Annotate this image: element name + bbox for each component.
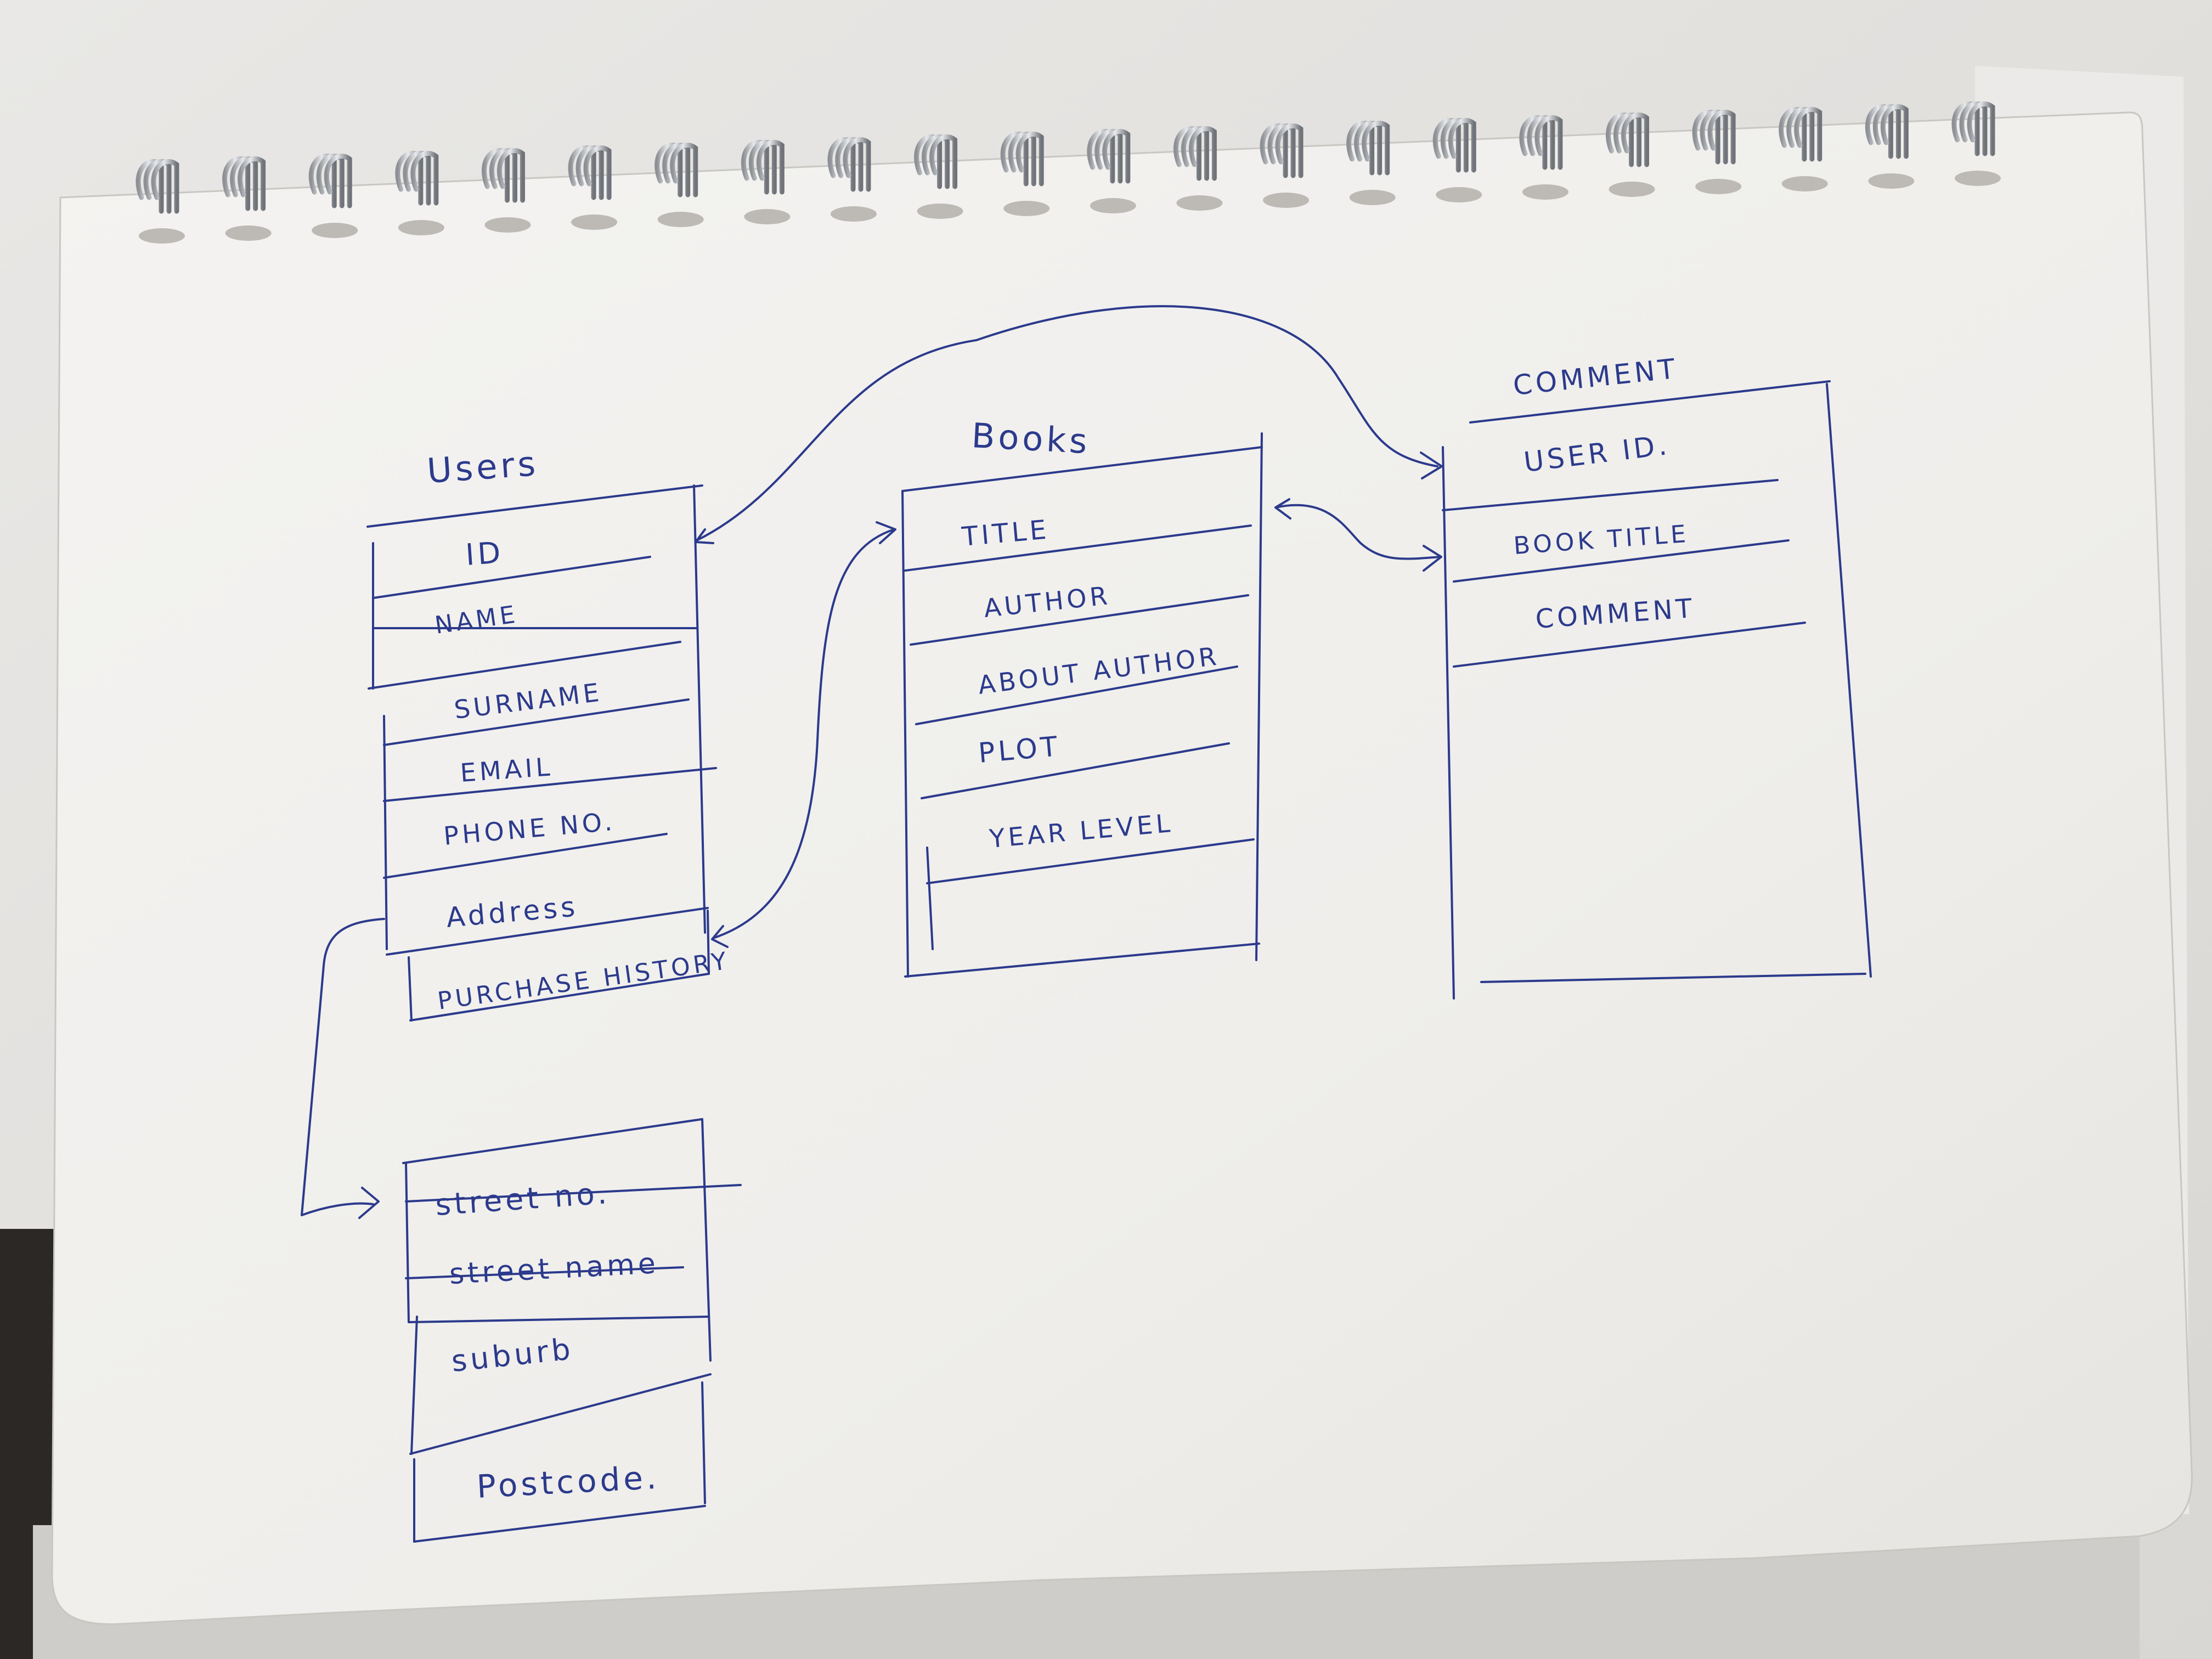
books-field-4: PLOT bbox=[977, 730, 1062, 769]
connector-users-comment bbox=[695, 305, 1443, 544]
users-field-4: EMAIL bbox=[459, 752, 554, 788]
spiral-binding bbox=[138, 104, 2001, 244]
connector-users-books bbox=[711, 521, 896, 948]
connector-users-address bbox=[301, 918, 385, 1219]
books-table-title: Books bbox=[970, 415, 1091, 461]
users-table-title: Users bbox=[426, 443, 540, 491]
users-field-1: ID bbox=[465, 535, 505, 572]
paper-sheet bbox=[51, 111, 2193, 1625]
connector-books-comment bbox=[1274, 498, 1442, 572]
books-field-1: TITLE bbox=[960, 514, 1051, 552]
